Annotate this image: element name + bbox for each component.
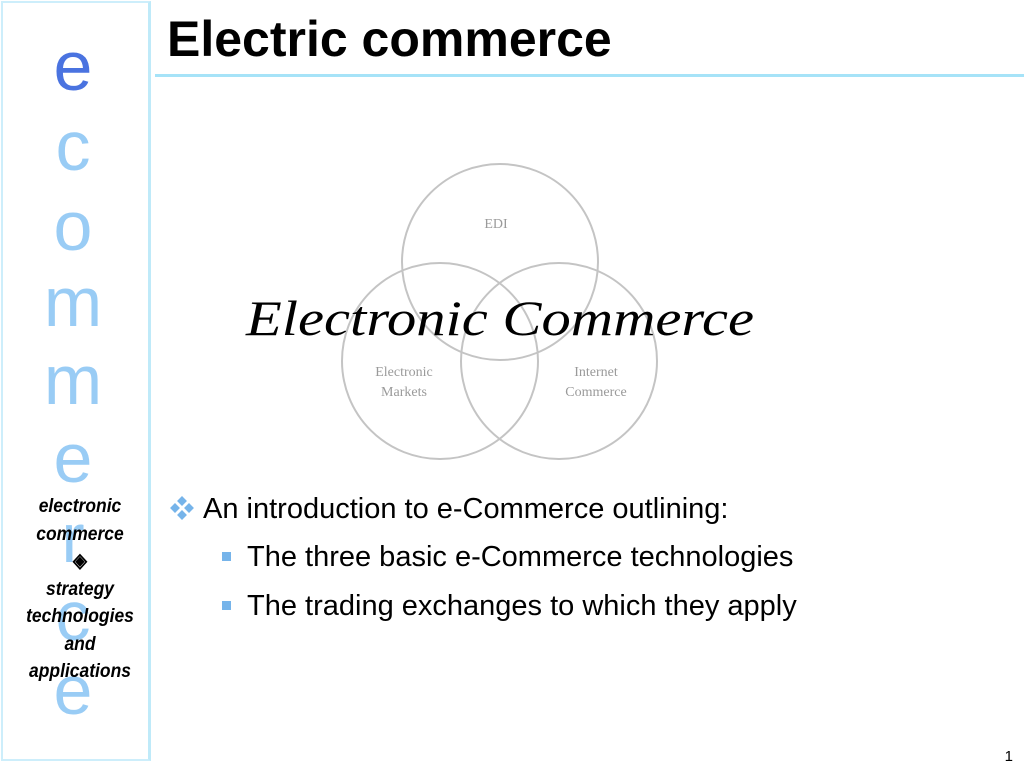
sidebar-caption: electronic commerce ◈ strategy technolog… bbox=[13, 493, 147, 686]
sub-bullet-text: The trading exchanges to which they appl… bbox=[247, 590, 797, 622]
four-diamond-bullet-icon bbox=[170, 496, 194, 520]
vertical-letter: r bbox=[61, 499, 85, 577]
vertical-letter: m bbox=[43, 263, 103, 341]
sub-bullet: The trading exchanges to which they appl… bbox=[170, 587, 1010, 625]
sidebar-frame: e c o m m e r c e electronic commerce ◈ … bbox=[1, 1, 151, 761]
caption-line: electronic bbox=[38, 496, 122, 517]
bullet-list: An introduction to e-Commerce outlining:… bbox=[170, 490, 1010, 636]
vertical-letter: c bbox=[55, 577, 91, 655]
venn-label: Commerce bbox=[565, 385, 626, 400]
title-underline bbox=[155, 74, 1024, 77]
vertical-letter: e bbox=[53, 27, 93, 105]
vertical-letter: e bbox=[53, 419, 93, 497]
caption-line: applications bbox=[28, 661, 131, 682]
venn-circle-edi bbox=[401, 163, 599, 361]
sub-bullet-text: The three basic e-Commerce technologies bbox=[247, 541, 794, 573]
caption-line: strategy bbox=[45, 578, 114, 600]
vertical-letter: e bbox=[53, 651, 93, 729]
slide-title: Electric commerce bbox=[167, 11, 612, 67]
vertical-letter: c bbox=[55, 107, 91, 185]
venn-label: Internet bbox=[574, 365, 618, 380]
square-bullet-icon bbox=[222, 601, 231, 610]
venn-label: Markets bbox=[381, 385, 427, 400]
caption-line: commerce bbox=[36, 523, 124, 545]
caption-line: and bbox=[64, 633, 96, 655]
diamond-icon: ◈ bbox=[72, 550, 88, 572]
caption-line: technologies bbox=[26, 606, 134, 627]
venn-center-title: Electronic Commerce bbox=[245, 290, 754, 346]
venn-diagram: EDI Electronic Markets Internet Commerce… bbox=[245, 163, 754, 460]
vertical-word: e c o m m e r c e bbox=[3, 3, 153, 763]
vertical-letter: o bbox=[53, 187, 93, 265]
venn-label: EDI bbox=[484, 217, 508, 232]
venn-circle-electronic-markets bbox=[341, 262, 539, 460]
sub-bullet: The three basic e-Commerce technologies bbox=[170, 538, 1010, 576]
vertical-letter: m bbox=[43, 341, 103, 419]
page-number: 1 bbox=[1004, 748, 1013, 765]
square-bullet-icon bbox=[222, 552, 231, 561]
venn-label: Electronic bbox=[375, 365, 433, 380]
bullet-text: An introduction to e-Commerce outlining: bbox=[203, 493, 729, 525]
venn-circle-internet-commerce bbox=[460, 262, 658, 460]
bullet-main: An introduction to e-Commerce outlining: bbox=[170, 490, 1010, 528]
